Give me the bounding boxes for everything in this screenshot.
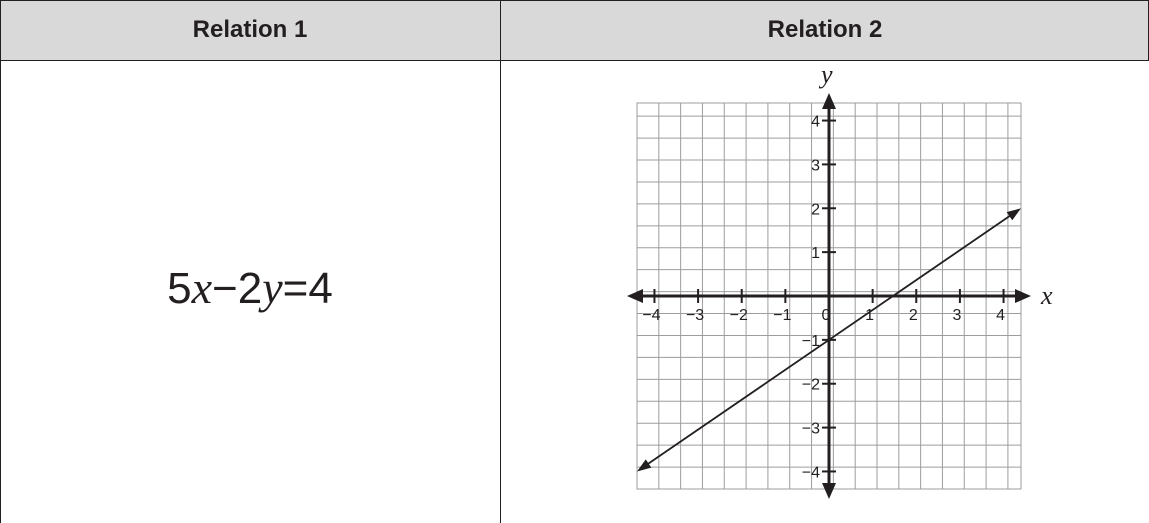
x-tick-label: 2	[909, 307, 918, 324]
header-row	[0, 0, 1149, 60]
x-tick-label: 4	[996, 307, 1005, 324]
coef-x: 5	[167, 264, 192, 313]
y-tick-label: −3	[802, 421, 820, 438]
y-tick-label: −2	[802, 377, 820, 394]
y-tick-label: 3	[811, 157, 820, 174]
column-divider	[500, 0, 501, 523]
var-x: x	[191, 262, 213, 313]
table-top-border	[0, 0, 1149, 1]
table-left-border	[0, 0, 1, 523]
var-y: y	[262, 262, 283, 313]
x-tick-label: 1	[865, 307, 874, 324]
x-axis-label: x	[1040, 281, 1053, 310]
x-tick-label: 3	[952, 307, 961, 324]
y-axis-arrow-down	[822, 483, 836, 499]
header-bottom-border	[0, 60, 1149, 61]
x-tick-label: 0	[822, 307, 831, 324]
y-tick-label: 4	[811, 114, 820, 131]
y-tick-label: 2	[811, 201, 820, 218]
line-arrow-start	[637, 459, 652, 472]
header-relation-1: Relation 1	[192, 16, 308, 43]
y-tick-label: 1	[811, 245, 820, 262]
x-axis-arrow-left	[627, 289, 643, 303]
relation-2-line	[644, 213, 1014, 467]
line-arrow-end	[1006, 208, 1021, 221]
relation-1-equation: 5x−2y=4	[0, 258, 500, 318]
y-tick-label: −4	[802, 464, 820, 481]
y-axis-label: y	[818, 60, 833, 89]
x-tick-label: −4	[642, 307, 660, 324]
header-relation-2: Relation 2	[767, 16, 883, 43]
x-axis-arrow-right	[1015, 289, 1031, 303]
x-tick-label: −3	[686, 307, 704, 324]
equals-sign: =	[282, 264, 309, 313]
x-tick-label: −1	[773, 307, 791, 324]
rhs-value: 4	[308, 264, 333, 313]
coef-y: 2	[237, 264, 263, 313]
y-axis-arrow-up	[822, 93, 836, 109]
x-tick-label: −2	[730, 307, 748, 324]
minus-sign: −	[212, 264, 238, 313]
y-tick-label: −1	[802, 333, 820, 350]
